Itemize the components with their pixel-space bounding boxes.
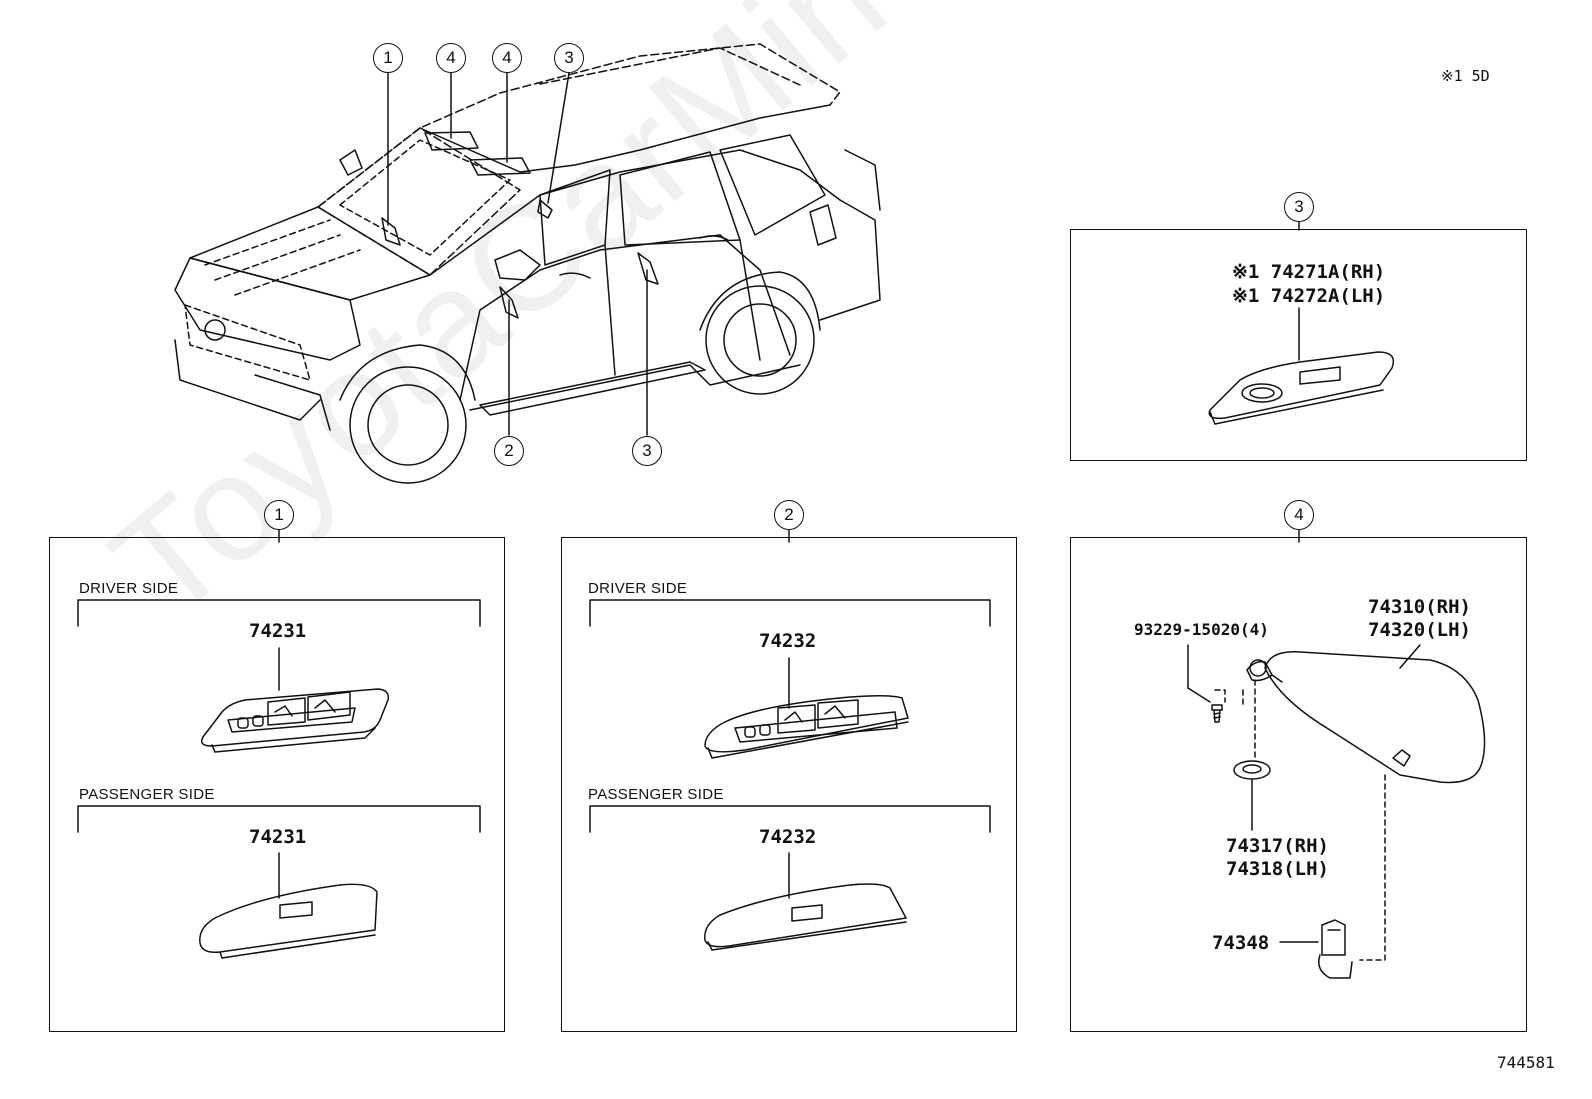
- panel-4-visor-lh: 74320(LH): [1368, 619, 1471, 641]
- vehicle-callout-3a: 3: [554, 43, 584, 73]
- panel-4-visor-rh: 74310(RH): [1368, 596, 1471, 618]
- vehicle-callout-2: 2: [494, 436, 524, 466]
- panel-1-callout: 1: [264, 500, 294, 530]
- panel-4-callout: 4: [1284, 500, 1314, 530]
- vehicle-callout-4b: 4: [492, 43, 522, 73]
- panel-2-driver-part-number: 74232: [759, 630, 817, 652]
- panel-3-part-lh: ※1 74272A(LH): [1232, 285, 1386, 307]
- panel1-art: [77, 529, 481, 959]
- panel-1-driver-part-number: 74231: [249, 620, 307, 642]
- panel-1-driver-side-label: DRIVER SIDE: [79, 580, 179, 597]
- panel-4-clip-part: 74348: [1212, 932, 1270, 954]
- panel-4-holder-lh: 74318(LH): [1226, 858, 1329, 880]
- panel2-art: [589, 529, 991, 951]
- panel4-art: [1187, 529, 1486, 979]
- panel-4-frame: [1070, 537, 1527, 1032]
- vehicle-callout-4a: 4: [436, 43, 466, 73]
- panel-2-passenger-side-label: PASSENGER SIDE: [588, 786, 724, 803]
- panel-4-holder-rh: 74317(RH): [1226, 835, 1329, 857]
- panel-2-callout: 2: [774, 500, 804, 530]
- panel-2-frame: [561, 537, 1017, 1032]
- diagram-id: 744581: [1497, 1053, 1555, 1072]
- panel-1-passenger-part-number: 74231: [249, 826, 307, 848]
- variant-note: ※1 5D: [1441, 67, 1490, 85]
- panel-2-driver-side-label: DRIVER SIDE: [588, 580, 688, 597]
- panel-3-frame: [1070, 229, 1527, 461]
- panel-3-part-rh: ※1 74271A(RH): [1232, 261, 1386, 283]
- panel-3-callout: 3: [1284, 192, 1314, 222]
- panel-2-passenger-part-number: 74232: [759, 826, 817, 848]
- panel-1-frame: [49, 537, 505, 1032]
- vehicle-callout-1: 1: [373, 43, 403, 73]
- vehicle-callout-3b: 3: [632, 436, 662, 466]
- panel3-art: [1208, 221, 1395, 425]
- vehicle-illustration: [174, 43, 881, 484]
- panel-4-screw-part: 93229-15020(4): [1134, 620, 1269, 639]
- panel-1-passenger-side-label: PASSENGER SIDE: [79, 786, 215, 803]
